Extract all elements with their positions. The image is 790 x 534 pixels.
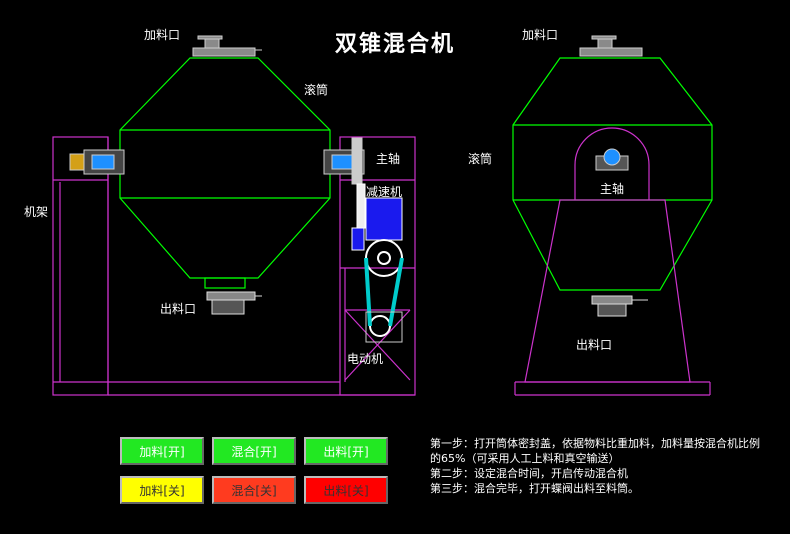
shaft-bearing-right	[595, 148, 629, 171]
frame-right-view	[514, 127, 711, 396]
feed-port-left	[192, 35, 262, 57]
feed-on-button[interactable]: 加料[开]	[120, 437, 204, 465]
mix-on-label: 混合[开]	[231, 444, 277, 459]
discharge-off-label: 出料[关]	[323, 483, 369, 498]
feed-port-right	[579, 35, 643, 57]
label-frame: 机架	[24, 205, 49, 219]
mix-off-button[interactable]: 混合[关]	[212, 476, 296, 504]
label-feed-port-left: 加料口	[144, 28, 181, 42]
operation-steps: 第一步：打开筒体密封盖，依据物料比重加料，加料量按混合机比例 的65%（可采用人…	[430, 436, 785, 496]
label-outlet-left: 出料口	[160, 302, 197, 316]
label-drum-left: 滚筒	[304, 83, 329, 97]
shaft-assembly-left	[69, 137, 365, 185]
mix-on-button[interactable]: 混合[开]	[212, 437, 296, 465]
discharge-on-label: 出料[开]	[323, 444, 369, 459]
outlet-valve-left	[206, 291, 262, 315]
outlet-valve-right	[591, 295, 648, 317]
label-outlet-right: 出料口	[576, 338, 613, 352]
drum-right-view	[512, 57, 713, 291]
step-line: 第一步：打开筒体密封盖，依据物料比重加料，加料量按混合机比例	[430, 437, 760, 450]
belt-drive	[364, 239, 404, 343]
discharge-off-button[interactable]: 出料[关]	[304, 476, 388, 504]
label-reducer: 减速机	[366, 185, 403, 199]
step-line: 的65%（可采用人工上料和真空输送）	[430, 452, 620, 465]
step-line: 第三步：混合完毕，打开蝶阀出料至料筒。	[430, 482, 639, 495]
label-motor: 电动机	[347, 352, 384, 366]
label-shaft-right: 主轴	[600, 182, 625, 196]
mix-off-label: 混合[关]	[231, 483, 277, 498]
frame-left-view	[52, 136, 416, 396]
feed-on-label: 加料[开]	[139, 444, 185, 459]
feed-off-button[interactable]: 加料[关]	[120, 476, 204, 504]
diagram-title: 双锥混合机	[334, 32, 455, 57]
discharge-on-button[interactable]: 出料[开]	[304, 437, 388, 465]
label-shaft-left: 主轴	[376, 152, 401, 166]
drum-left-view	[119, 57, 331, 289]
label-feed-port-right: 加料口	[522, 28, 559, 42]
reducer	[351, 183, 403, 251]
step-line: 第二步：设定混合时间，开启传动混合机	[430, 467, 628, 480]
feed-off-label: 加料[关]	[139, 483, 185, 498]
label-drum-right: 滚筒	[468, 152, 493, 166]
